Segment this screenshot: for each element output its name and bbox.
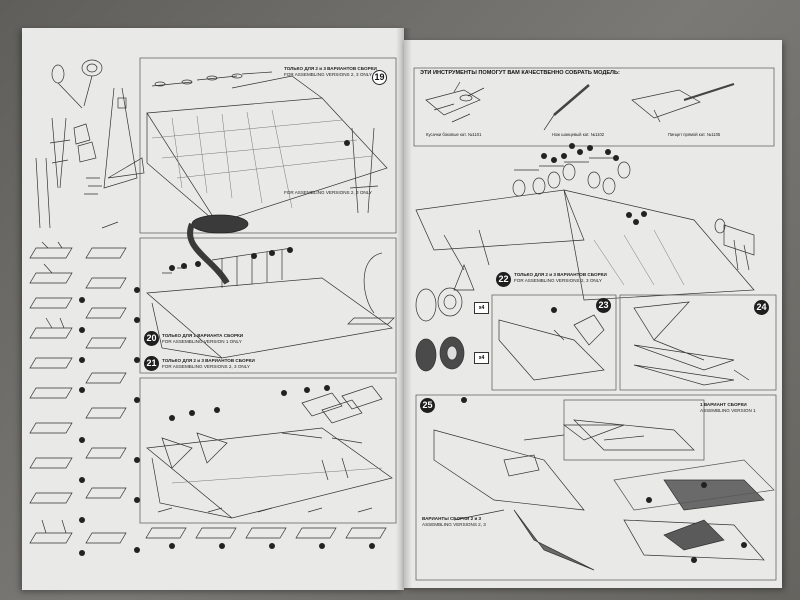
book-fold: [396, 28, 412, 590]
quantity-badge-b: x4: [474, 352, 489, 364]
step-22-note: ТОЛЬКО ДЛЯ 2 и 3 ВАРИАНТОВ СБОРКИ FOR AS…: [514, 272, 607, 284]
step-21-note-en: FOR ASSEMBLING VERSIONS 2, 3 ONLY: [162, 364, 250, 369]
step-number-20: 20: [144, 331, 159, 346]
step-19-note-ru: ТОЛЬКО ДЛЯ 2 и 3 ВАРИАНТОВ СБОРКИ: [284, 66, 377, 71]
versions-2-3-note-ru: ВАРИАНТЫ СБОРКИ 2 и 3: [422, 516, 482, 521]
step-20-note-en: FOR ASSEMBLING VERSION 1 ONLY: [162, 339, 242, 344]
right-page-drawings: [413, 67, 777, 581]
tool-label-knife: Нож шанцевый кат. №1102: [552, 132, 605, 137]
versions-2-3-note: ВАРИАНТЫ СБОРКИ 2 и 3 ASSEMBLING VERSION…: [422, 516, 486, 528]
step-number-19: 19: [372, 70, 387, 85]
tools-title: ЭТИ ИНСТРУМЕНТЫ ПОМОГУТ ВАМ КАЧЕСТВЕННО …: [420, 70, 620, 76]
right-page: ЭТИ ИНСТРУМЕНТЫ ПОМОГУТ ВАМ КАЧЕСТВЕННО …: [404, 40, 782, 588]
step-number-23: 23: [596, 298, 611, 313]
tool-label-tweezers: Пинцет прямой кат. №1105: [668, 132, 721, 137]
step-22-note-ru: ТОЛЬКО ДЛЯ 2 и 3 ВАРИАНТОВ СБОРКИ: [514, 272, 607, 277]
step-19-note-en-2: FOR ASSEMBLING VERSIONS 2, 3 ONLY: [284, 190, 372, 196]
step-20-note: ТОЛЬКО ДЛЯ 1 ВАРИАНТА СБОРКИ FOR ASSEMBL…: [162, 333, 243, 345]
step-number-24: 24: [754, 300, 769, 315]
tool-label-cutters: Кусачки боковые кат. №1101: [426, 132, 482, 137]
step-number-22: 22: [496, 272, 511, 287]
step-22-note-en: FOR ASSEMBLING VERSIONS 2, 3 ONLY: [514, 278, 602, 283]
step-21-note-ru: ТОЛЬКО ДЛЯ 2 и 3 ВАРИАНТОВ СБОРКИ: [162, 358, 255, 363]
quantity-badge-a: x4: [474, 302, 489, 314]
step-19-note-en: FOR ASSEMBLING VERSIONS 2, 3 ONLY: [284, 72, 372, 77]
step-21-note: ТОЛЬКО ДЛЯ 2 и 3 ВАРИАНТОВ СБОРКИ FOR AS…: [162, 358, 255, 370]
step-20-note-ru: ТОЛЬКО ДЛЯ 1 ВАРИАНТА СБОРКИ: [162, 333, 244, 338]
version-1-note-ru: 1 ВАРИАНТ СБОРКИ: [700, 402, 747, 407]
step-19-note-en-2-text: FOR ASSEMBLING VERSIONS 2, 3 ONLY: [284, 190, 372, 195]
versions-2-3-note-en: ASSEMBLING VERSIONS 2, 3: [422, 522, 486, 527]
step-number-25: 25: [420, 398, 435, 413]
left-page: 19 ТОЛЬКО ДЛЯ 2 и 3 ВАРИАНТОВ СБОРКИ FOR…: [22, 28, 404, 590]
version-1-note-en: ASSEMBLING VERSION 1: [700, 408, 756, 413]
version-1-note: 1 ВАРИАНТ СБОРКИ ASSEMBLING VERSION 1: [700, 402, 756, 414]
step-number-21: 21: [144, 356, 159, 371]
left-page-drawings: [29, 57, 397, 556]
step-19-note: ТОЛЬКО ДЛЯ 2 и 3 ВАРИАНТОВ СБОРКИ FOR AS…: [284, 66, 377, 78]
